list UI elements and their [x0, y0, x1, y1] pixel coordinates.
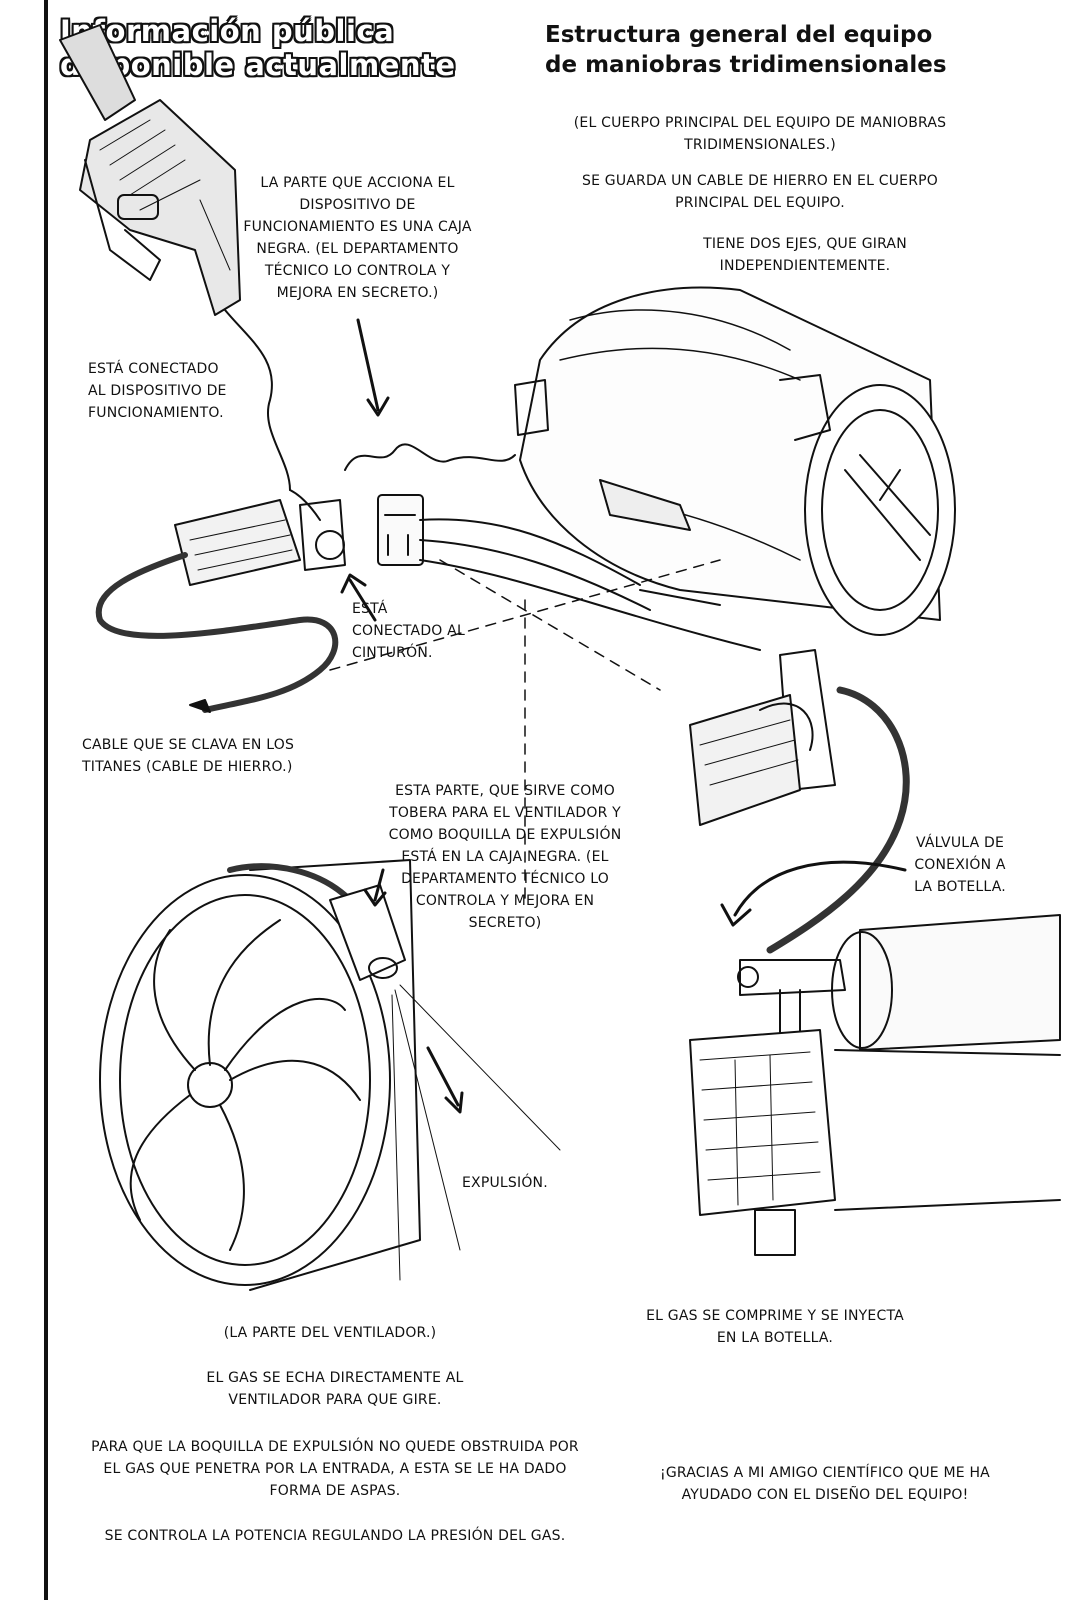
- title-line-1: Información pública: [60, 14, 395, 48]
- note-connected-belt: Está conectado al cinturón.: [352, 601, 465, 661]
- diagram-title: Estructura general del equipo de maniobr…: [545, 20, 985, 80]
- note-connected-device: Está conectado al dispositivo de funcion…: [88, 361, 227, 421]
- note-power: Se controla la potencia regulando la pre…: [104, 1528, 566, 1544]
- note-iron-cable-stored: Se guarda un cable de hierro en el cuerp…: [582, 173, 938, 211]
- page-title: Información pública disponible actualmen…: [60, 14, 456, 82]
- black-box-drawing: [344, 443, 516, 566]
- tank-drawing: [514, 286, 956, 636]
- note-gas-fan: El gas se echa directamente al ventilado…: [206, 1370, 464, 1408]
- note-main-body: (El cuerpo principal del equipo de manio…: [573, 115, 947, 153]
- axis-lines: [329, 559, 721, 901]
- note-expulsion: Expulsión.: [462, 1175, 548, 1191]
- note-fan-part: (La parte del ventilador.): [223, 1325, 437, 1341]
- note-valve: Válvula de conexión a la botella.: [914, 835, 1006, 895]
- note-black-box: La parte que acciona el dispositivo de f…: [243, 175, 472, 301]
- fan-drawing: [99, 859, 421, 1291]
- left-grip-drawing: [174, 499, 346, 586]
- expulsion-rays: [391, 984, 561, 1281]
- handle-grip-drawing: [59, 24, 291, 491]
- right-grip-drawing: [689, 649, 836, 826]
- diagram-title-line-1: Estructura general del equipo: [545, 22, 933, 48]
- note-thanks: ¡Gracias a mi amigo científico que me ha…: [660, 1465, 990, 1503]
- diagram-title-line-2: de maniobras tridimensionales: [545, 52, 947, 78]
- note-nozzle: Esta parte, que sirve como tobera para e…: [388, 783, 622, 931]
- note-blades: Para que la boquilla de expulsión no que…: [91, 1439, 579, 1499]
- title-line-2: disponible actualmente: [60, 48, 456, 82]
- note-titan-cable: Cable que se clava en los titanes (cable…: [82, 737, 295, 775]
- note-two-axes: Tiene dos ejes, que giran independientem…: [703, 236, 907, 274]
- note-gas-compressed: El gas se comprime y se inyecta en la bo…: [646, 1308, 904, 1346]
- gas-bottle-drawing: [689, 914, 1061, 1256]
- panel-border: [44, 0, 48, 1600]
